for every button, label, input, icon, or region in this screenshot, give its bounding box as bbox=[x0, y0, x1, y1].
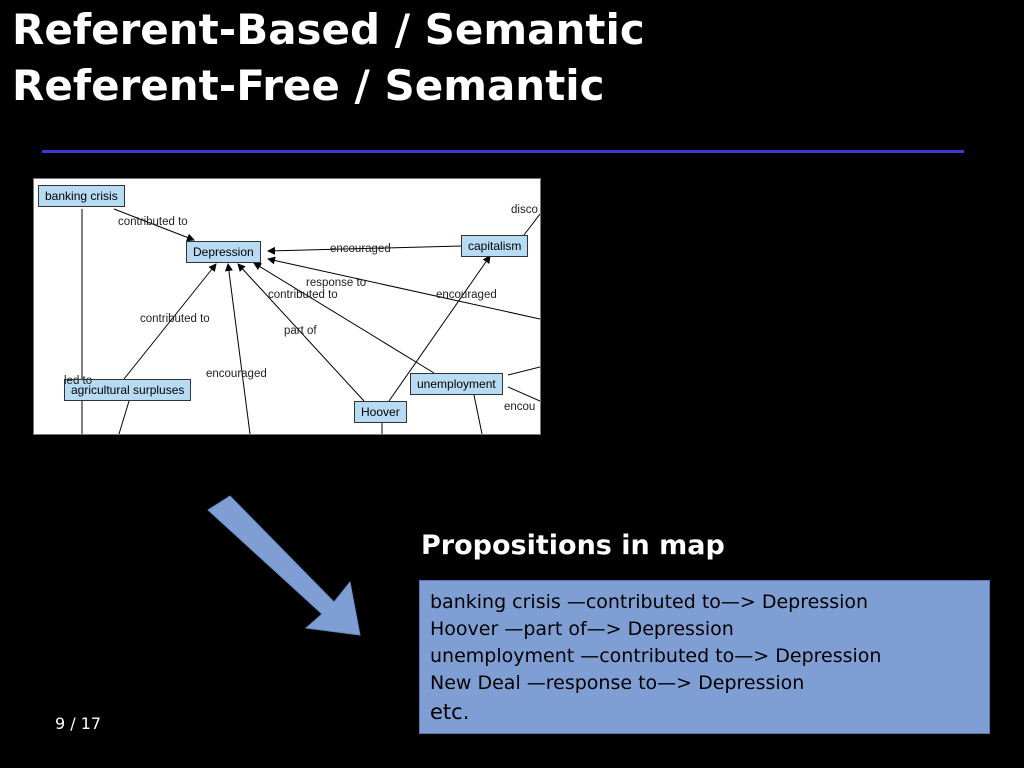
edge-label-encouraged: encouraged bbox=[206, 368, 267, 380]
proposition-line: Hoover —part of—> Depression bbox=[430, 618, 734, 640]
edge-hoover-to-depression bbox=[237, 263, 365, 402]
proposition-line: banking crisis —contributed to—> Depress… bbox=[430, 591, 869, 613]
node-agricultural-surpluses: agricultural surpluses bbox=[64, 379, 192, 401]
edge-right-to-depression bbox=[267, 256, 540, 320]
edge-label-disco: disco bbox=[511, 204, 538, 216]
edge-banking-to-depression bbox=[113, 208, 195, 242]
slide-title: Referent-Based / Semantic Referent-Free … bbox=[12, 2, 645, 114]
edge-label-encouraged: encouraged bbox=[436, 289, 497, 301]
title-line-1: Referent-Based / Semantic bbox=[12, 5, 645, 54]
edge-agri-to-depression bbox=[123, 263, 217, 380]
edge-label-encouraged: encouraged bbox=[330, 243, 391, 255]
edge-bottom-to-depression bbox=[224, 263, 251, 434]
edge-right-to-unemployment bbox=[507, 386, 540, 402]
edge-label-contributed-to: contributed to bbox=[118, 216, 188, 228]
edge-label-encou: encou bbox=[504, 401, 536, 413]
concept-map-image: banking crisis Depression capitalism agr… bbox=[33, 178, 541, 435]
title-divider bbox=[42, 150, 964, 153]
node-banking-crisis: banking crisis bbox=[38, 185, 125, 207]
concept-map-edges bbox=[81, 208, 540, 434]
node-depression: Depression bbox=[186, 241, 261, 263]
proposition-line: unemployment —contributed to—> Depressio… bbox=[430, 645, 882, 667]
title-line-2: Referent-Free / Semantic bbox=[12, 61, 605, 110]
node-unemployment: unemployment bbox=[410, 373, 503, 395]
node-capitalism: capitalism bbox=[461, 235, 529, 257]
edge-capitalism-to-depression bbox=[267, 245, 462, 255]
node-hoover: Hoover bbox=[354, 401, 407, 423]
edge-label-contributed-to: contributed to bbox=[140, 313, 210, 325]
edge-unemployment-right bbox=[507, 366, 540, 376]
proposition-line: New Deal —response to—> Depression bbox=[430, 672, 805, 694]
down-right-arrow-icon bbox=[207, 495, 361, 636]
edge-unemployment-to-depression bbox=[253, 262, 435, 374]
edge-hoover-to-capitalism bbox=[388, 255, 491, 402]
edge-label-part-of: part of bbox=[284, 325, 317, 337]
page-number: 9 / 17 bbox=[55, 714, 102, 733]
edge-label-led-to: led to bbox=[64, 375, 93, 387]
edge-capitalism-up bbox=[523, 213, 540, 236]
edge-unemployment-down bbox=[473, 394, 483, 434]
propositions-etc: etc. bbox=[430, 700, 470, 724]
edge-label-contributed-to: contributed to bbox=[268, 289, 338, 301]
edge-label-response-to: response to bbox=[306, 277, 367, 289]
edge-agri-down bbox=[118, 400, 130, 434]
propositions-heading: Propositions in map bbox=[421, 530, 725, 561]
propositions-box: banking crisis —contributed to—> Depress… bbox=[419, 580, 990, 734]
